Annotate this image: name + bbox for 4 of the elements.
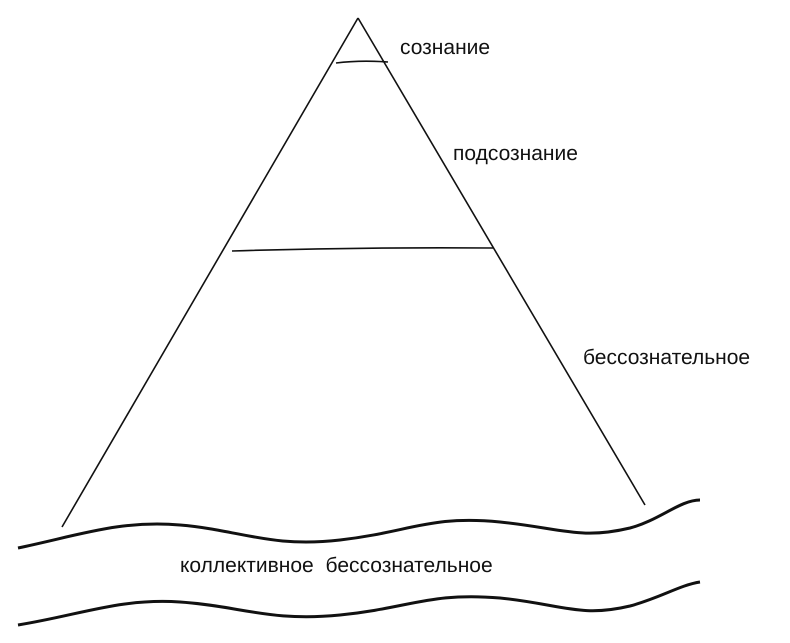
layer-label: бессознательное: [583, 345, 750, 370]
layer-label: сознание: [400, 35, 490, 60]
layer-label: подсознание: [453, 141, 578, 166]
layer-label: коллективное бессознательное: [180, 553, 493, 578]
